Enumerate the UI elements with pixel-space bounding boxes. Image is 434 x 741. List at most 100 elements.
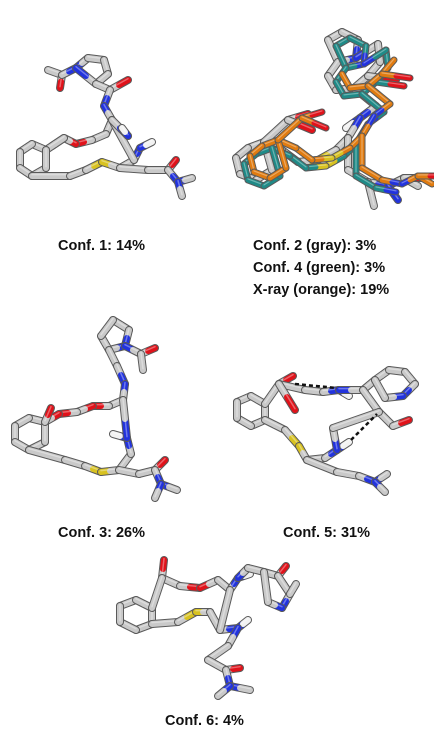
conf2-teal-bond-1-highlight	[349, 36, 367, 46]
conf6-bond-10-half-b	[279, 563, 289, 574]
conf5-bond-13-highlight	[362, 387, 380, 412]
conf2-teal-bond-18-highlight	[305, 164, 327, 168]
conf2-teal-bond-4-half-b	[333, 43, 344, 60]
conformer-3-structure	[11, 316, 181, 502]
conf5-bond-23-highlight	[278, 381, 296, 410]
conf2-gray-bond-15-half-b	[343, 120, 356, 131]
conf3-bond-10-highlight	[122, 381, 126, 400]
conf6-bond-15-highlight	[289, 581, 297, 594]
conf5-bond-35-half-b	[378, 471, 390, 481]
conf6-bond-0-half-b	[160, 557, 167, 572]
conf6-group	[116, 556, 300, 700]
conf3-bond-4-highlight	[100, 317, 114, 336]
conf5-bond-36-highlight	[374, 479, 386, 492]
conf2-orange-bond-19-highlight	[277, 116, 303, 140]
conformer-5-structure	[233, 366, 419, 496]
conf6-bond-35-half-b	[237, 685, 253, 693]
conf2-teal-bond-11-half-b	[372, 47, 389, 60]
conf6-bond-23-highlight	[151, 619, 179, 624]
conf2-gray-bond-4-highlight	[327, 37, 339, 62]
conf3-bond-30-half-b	[120, 397, 128, 422]
conf3-bond-33-half-b	[157, 457, 168, 468]
conformer-5-model	[225, 350, 434, 500]
conf5-bond-32-highlight	[306, 457, 338, 472]
conf1-bond-37-highlight	[177, 179, 183, 196]
conf3-bond-9-highlight	[116, 363, 126, 384]
conf6-bond-22-highlight	[151, 575, 163, 608]
conf2-gray-bond-16-highlight	[347, 115, 361, 138]
conf1-bond-30-highlight	[139, 139, 153, 148]
conf2-orange-bond-5-highlight	[367, 84, 391, 104]
conf2-orange-bond-21-highlight	[301, 116, 327, 128]
conf2-orange-group	[246, 56, 434, 188]
conf2-orange-bond-19-half-a	[275, 126, 293, 143]
conf5-bond-31-half-b	[353, 409, 382, 423]
conf5-bond-31-highlight	[332, 409, 380, 428]
conf3-bond-36-highlight	[154, 481, 162, 498]
conf1-bond-9-highlight	[109, 77, 129, 90]
conformer-overlay-model	[228, 10, 434, 215]
conf2-orange-bond-15-highlight	[249, 154, 255, 172]
conf2-teal-bond-28-highlight	[355, 174, 377, 188]
conformer-1-caption: Conf. 1: 14%	[58, 238, 146, 254]
conf3-bond-4-half-b	[104, 317, 116, 331]
conf1-bond-10-highlight	[103, 87, 111, 106]
conf6-bond-34-highlight	[225, 667, 231, 686]
conf1-group	[16, 54, 196, 200]
conf5-bond-24-highlight	[264, 417, 286, 430]
conf2-orange-bond-3-highlight	[381, 58, 395, 74]
conf1-bond-39-half-b	[119, 125, 128, 135]
conf2-orange-bond-9-highlight	[331, 146, 351, 158]
conf2-teal-bond-12-half-b	[387, 81, 407, 89]
conf5-bond-25-highlight	[284, 427, 300, 446]
conf3-bond-7-half-b	[139, 359, 146, 373]
conf3-bond-30-half-a	[122, 416, 130, 441]
conf2-teal-bond-29-half-b	[383, 187, 399, 195]
conf3-bond-23-half-a	[26, 447, 50, 458]
conf5-bond-36-half-b	[377, 484, 388, 495]
conf5-bond-12-highlight	[374, 377, 386, 398]
conf1-bond-30-half-b	[143, 139, 155, 148]
conf2-teal-bond-11-highlight	[363, 48, 387, 64]
conf6-bond-31-highlight	[207, 643, 229, 660]
conf5-hbond-1	[350, 413, 378, 441]
conf3-bond-7-highlight	[140, 351, 144, 370]
conformer-4-caption: Conf. 4 (green): 3%	[253, 260, 386, 276]
conf3-bond-29-half-b	[110, 431, 123, 439]
conf5-bond-12-half-b	[372, 377, 383, 392]
conf3-bond-30-highlight	[122, 397, 128, 438]
conf1-bond-1-half-b	[57, 78, 64, 91]
conf5-bond-23-half-b	[284, 394, 298, 413]
conf5-bond-15-half-b	[398, 417, 412, 426]
conf6-bond-30-half-a	[217, 607, 228, 633]
conf3-bond-1-highlight	[124, 327, 130, 346]
conf1-bond-32-highlight	[119, 165, 149, 170]
conf6-bond-14-highlight	[263, 569, 269, 602]
conf2-orange-bond-18-highlight	[277, 138, 287, 168]
conf2-teal-bond-26-half-b	[269, 145, 279, 165]
conf6-bond-36-half-b	[215, 688, 227, 699]
conf5-bond-29-half-b	[340, 439, 352, 449]
conf1-bond-7-half-b	[73, 65, 89, 79]
conformer-overlay-structure	[232, 28, 434, 210]
conf3-group	[11, 316, 181, 502]
xray-caption: X-ray (orange): 19%	[253, 282, 390, 298]
conf3-bond-22-highlight	[44, 405, 52, 422]
conf2-orange-bond-0-highlight	[341, 72, 351, 88]
conf2-gray-bond-5-highlight	[327, 59, 339, 76]
conformer-6-structure	[116, 556, 300, 700]
conf5-bond-31-half-a	[330, 417, 359, 431]
conf1-bond-36-half-b	[182, 175, 195, 183]
conf3-bond-24-highlight	[64, 457, 86, 466]
conf2-gray-bond-37-half-b	[368, 191, 377, 209]
conf6-bond-30-highlight	[219, 587, 231, 630]
conf6-bond-15-half-b	[290, 581, 299, 592]
conf6-bond-32-highlight	[207, 657, 227, 670]
conf2-orange-bond-4-half-b	[393, 73, 413, 81]
conf5-bond-0-half-b	[283, 373, 296, 383]
conf2-teal-bond-23-highlight	[243, 162, 249, 180]
conf3-bond-35-half-b	[166, 484, 180, 493]
conf2-orange-bond-21-half-b	[311, 120, 329, 131]
conformer-1-model	[10, 20, 210, 200]
conf6-bond-30-half-b	[222, 587, 233, 613]
